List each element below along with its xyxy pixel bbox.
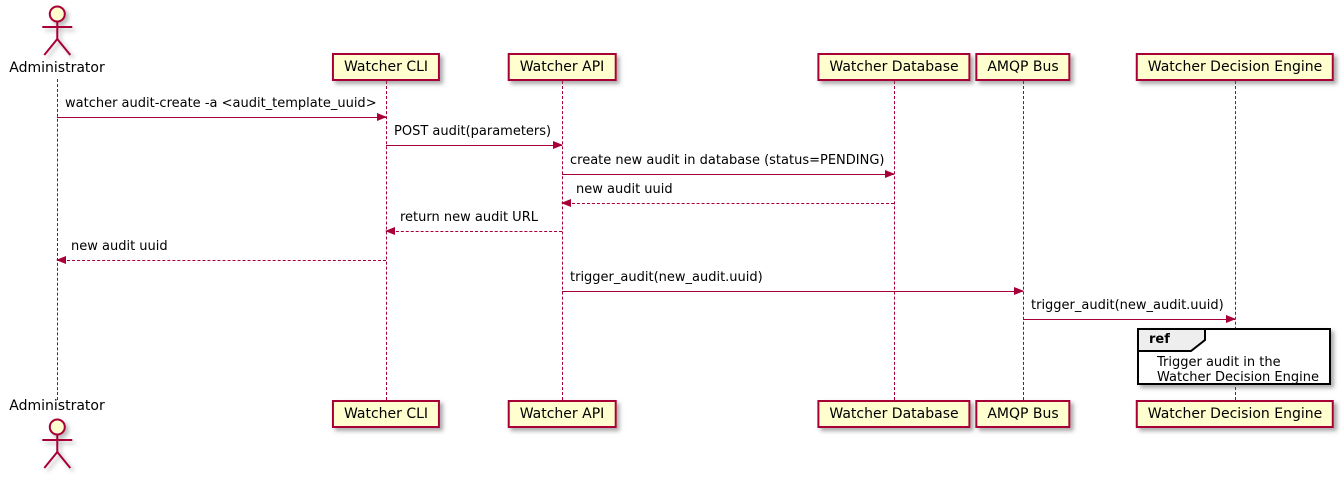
ref-line-1: Trigger audit in the xyxy=(1157,355,1281,370)
message-label: trigger_audit(new_audit.uuid) xyxy=(1031,298,1224,313)
participant-amqp-bus-bottom: AMQP Bus xyxy=(975,400,1071,428)
lifeline-watcher-database xyxy=(894,81,895,400)
message-line xyxy=(562,203,894,204)
message-audit-create: watcher audit-create -a <audit_template_… xyxy=(57,94,387,121)
message-post-audit: POST audit(parameters) xyxy=(386,122,563,149)
message-label: return new audit URL xyxy=(400,210,538,225)
message-line xyxy=(57,117,386,118)
ref-content: Trigger audit in the Watcher Decision En… xyxy=(1157,355,1319,385)
lifeline-administrator xyxy=(57,79,58,400)
message-new-audit-uuid-cli: new audit uuid xyxy=(56,237,386,264)
arrowhead-left-icon xyxy=(385,227,395,235)
ref-fragment: ref Trigger audit in the Watcher Decisio… xyxy=(1137,328,1331,385)
message-trigger-audit-amqp: trigger_audit(new_audit.uuid) xyxy=(562,268,1024,295)
arrowhead-left-icon xyxy=(561,199,571,207)
arrowhead-right-icon xyxy=(553,141,563,149)
message-create-audit-db: create new audit in database (status=PEN… xyxy=(562,151,895,178)
message-label: POST audit(parameters) xyxy=(394,124,552,139)
message-line xyxy=(562,174,894,175)
participant-watcher-decision-engine-top: Watcher Decision Engine xyxy=(1135,53,1335,81)
participant-watcher-database-top: Watcher Database xyxy=(817,53,971,81)
message-line xyxy=(1023,319,1235,320)
message-trigger-audit-wde: trigger_audit(new_audit.uuid) xyxy=(1023,296,1236,323)
arrowhead-right-icon xyxy=(1014,287,1024,295)
actor-icon xyxy=(42,5,72,56)
arrowhead-right-icon xyxy=(1226,315,1236,323)
participant-watcher-database-bottom: Watcher Database xyxy=(817,400,971,428)
participant-watcher-cli-bottom: Watcher CLI xyxy=(331,400,441,428)
message-line xyxy=(562,291,1023,292)
message-line xyxy=(386,231,562,232)
actor-icon xyxy=(42,418,72,469)
message-label: new audit uuid xyxy=(71,239,168,254)
message-new-audit-uuid-db: new audit uuid xyxy=(561,180,894,207)
message-line xyxy=(386,145,562,146)
ref-keyword: ref xyxy=(1149,332,1170,347)
arrowhead-right-icon xyxy=(377,113,387,121)
participant-watcher-api-top: Watcher API xyxy=(507,53,617,81)
actor-administrator-top: Administrator xyxy=(9,4,105,77)
message-label: trigger_audit(new_audit.uuid) xyxy=(570,270,763,285)
message-label: watcher audit-create -a <audit_template_… xyxy=(65,96,377,111)
message-label: new audit uuid xyxy=(576,182,673,197)
actor-label: Administrator xyxy=(9,60,105,76)
participant-watcher-decision-engine-bottom: Watcher Decision Engine xyxy=(1135,400,1335,428)
arrowhead-right-icon xyxy=(885,170,895,178)
message-label: create new audit in database (status=PEN… xyxy=(570,153,885,168)
lifeline-watcher-api xyxy=(562,81,563,400)
ref-line-2: Watcher Decision Engine xyxy=(1157,370,1319,385)
actor-label: Administrator xyxy=(9,398,105,414)
lifeline-watcher-cli xyxy=(386,81,387,400)
participant-watcher-api-bottom: Watcher API xyxy=(507,400,617,428)
actor-administrator-bottom: Administrator xyxy=(9,398,105,475)
participant-amqp-bus-top: AMQP Bus xyxy=(975,53,1071,81)
ref-tab-shape xyxy=(1137,328,1206,352)
message-return-audit-url: return new audit URL xyxy=(385,208,562,235)
arrowhead-left-icon xyxy=(56,256,66,264)
participant-watcher-cli-top: Watcher CLI xyxy=(331,53,441,81)
lifeline-amqp-bus xyxy=(1023,81,1024,400)
message-line xyxy=(57,260,386,261)
lifeline-watcher-decision-engine xyxy=(1235,81,1236,400)
